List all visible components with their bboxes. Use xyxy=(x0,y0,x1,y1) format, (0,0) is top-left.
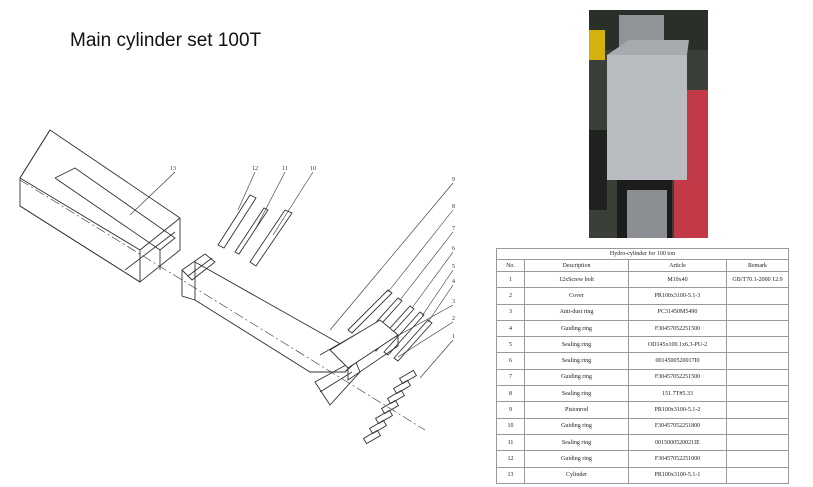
row-description: Sealing ring xyxy=(524,433,629,452)
row-description: Anti-dust ring xyxy=(524,303,629,321)
row-article: F30457052251800 xyxy=(628,417,727,435)
row-no: 8 xyxy=(496,385,525,403)
row-remark xyxy=(726,401,789,419)
row-article: OD145x100.1x6.3-PU-2 xyxy=(628,336,727,354)
row-no: 9 xyxy=(496,401,525,419)
table-caption: Hydro-cylinder for 100 ton xyxy=(496,248,789,260)
row-no: 1 xyxy=(496,270,525,289)
row-description: Guiding ring xyxy=(524,450,629,468)
row-article: M10x40 xyxy=(628,270,727,289)
callout-1: 1 xyxy=(452,334,455,340)
page-title: Main cylinder set 100T xyxy=(70,30,262,51)
callout-4: 4 xyxy=(452,279,455,285)
row-no: 6 xyxy=(496,352,525,370)
parts-table: Hydro-cylinder for 100 ton No. Descripti… xyxy=(496,248,789,484)
row-remark xyxy=(726,287,789,305)
row-article: PR100x3100-5.1-2 xyxy=(628,401,727,419)
callout-6: 6 xyxy=(452,246,455,252)
row-remark xyxy=(726,450,789,468)
cylinder-housing xyxy=(19,129,181,283)
callout-7: 7 xyxy=(452,226,455,232)
row-no: 10 xyxy=(496,417,525,435)
row-description: Sealing ring xyxy=(524,336,629,354)
row-article: PC31450M5490 xyxy=(628,303,727,321)
callout-11: 11 xyxy=(282,166,288,172)
cover xyxy=(329,319,399,381)
row-remark xyxy=(726,368,789,387)
row-article: 151.7T#5.33 xyxy=(628,385,727,403)
callout-2: 2 xyxy=(452,316,455,322)
row-no: 2 xyxy=(496,287,525,305)
row-article: PR100x3100-5.1-1 xyxy=(628,466,727,484)
column-header: Article xyxy=(628,259,727,272)
row-article: 0014500520017I0 xyxy=(628,352,727,370)
row-description: Cover xyxy=(524,287,629,305)
row-remark xyxy=(726,385,789,403)
row-no: 4 xyxy=(496,319,525,338)
row-remark xyxy=(726,303,789,321)
row-remark xyxy=(726,417,789,435)
row-article: 0015000520021IE xyxy=(628,433,727,452)
row-description: Sealing ring xyxy=(524,352,629,370)
piston-rod xyxy=(181,253,376,406)
column-header: Remark xyxy=(726,259,789,272)
callout-8: 8 xyxy=(452,204,455,210)
callout-13: 13 xyxy=(170,166,176,172)
column-header: No. xyxy=(496,259,525,272)
row-description: Pistonrod xyxy=(524,401,629,419)
row-description: 12xScrew bolt xyxy=(524,270,629,289)
row-description: Guiding ring xyxy=(524,319,629,338)
row-remark xyxy=(726,336,789,354)
row-article: F30457052251500 xyxy=(628,368,727,387)
row-article: PR100x3100-5.1-3 xyxy=(628,287,727,305)
row-article: F30457052251000 xyxy=(628,450,727,468)
callout-3: 3 xyxy=(452,299,455,305)
cylinder-photo xyxy=(589,10,708,238)
row-description: Cylinder xyxy=(524,466,629,484)
column-header: Description xyxy=(524,259,629,272)
row-description: Guiding ring xyxy=(524,368,629,387)
row-no: 3 xyxy=(496,303,525,321)
row-no: 13 xyxy=(496,466,525,484)
row-remark xyxy=(726,352,789,370)
row-no: 5 xyxy=(496,336,525,354)
row-article: F30457052251500 xyxy=(628,319,727,338)
row-no: 11 xyxy=(496,433,525,452)
row-remark xyxy=(726,466,789,484)
row-no: 12 xyxy=(496,450,525,468)
row-no: 7 xyxy=(496,368,525,387)
row-remark xyxy=(726,433,789,452)
row-remark xyxy=(726,319,789,338)
callout-10: 10 xyxy=(310,166,316,172)
callout-12: 12 xyxy=(252,166,258,172)
row-remark: GB/T70.1-2000 12.9 xyxy=(726,270,789,289)
callout-9: 9 xyxy=(452,177,455,183)
callout-5: 5 xyxy=(452,264,455,270)
row-description: Sealing ring xyxy=(524,385,629,403)
rings-left xyxy=(217,194,293,267)
screw-bolts xyxy=(362,369,418,445)
row-description: Guiding ring xyxy=(524,417,629,435)
